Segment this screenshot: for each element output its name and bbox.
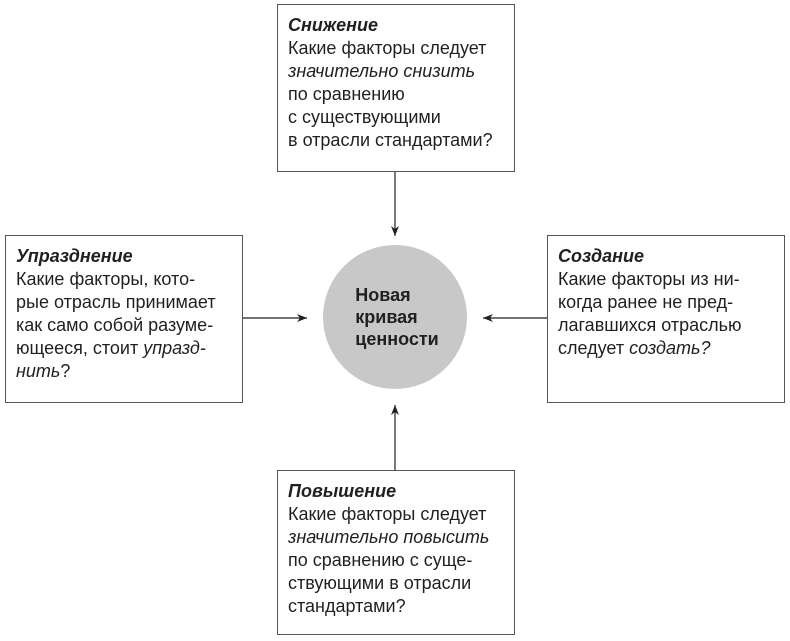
eliminate-text-line: как само собой разуме- xyxy=(16,314,232,337)
body-text: как само собой разуме- xyxy=(16,315,214,335)
raise-box: Повышение Какие факторы следует значитель… xyxy=(277,470,515,635)
create-text-line: следует создать? xyxy=(558,337,774,360)
create-text-line: лагавшихся отраслью xyxy=(558,314,774,337)
reduce-text-line: значительно снизить xyxy=(288,60,504,83)
raise-text-line: Какие факторы следует xyxy=(288,503,504,526)
reduce-title: Снижение xyxy=(288,15,379,35)
eliminate-text-line: нить? xyxy=(16,360,232,383)
body-text: ствующими в отрасли xyxy=(288,573,472,593)
reduce-text-line: в отрасли стандартами? xyxy=(288,129,504,152)
raise-text-line: стандартами? xyxy=(288,595,504,618)
body-text: с существующими xyxy=(288,107,441,127)
new-value-curve-circle: Новая кривая ценности xyxy=(323,245,467,389)
body-text: когда ранее не пред- xyxy=(558,292,734,312)
eliminate-text-line: Какие факторы, кото- xyxy=(16,268,232,291)
eliminate-text-line: рые отрасль принимает xyxy=(16,291,232,314)
eliminate-title: Упразднение xyxy=(16,246,133,266)
body-text: по сравнению xyxy=(288,84,405,104)
raise-text-line: ствующими в отрасли xyxy=(288,572,504,595)
body-text: лагавшихся отраслью xyxy=(558,315,742,335)
body-text: Какие факторы следует xyxy=(288,504,487,524)
emphasis-text: значительно снизить xyxy=(288,61,476,81)
eliminate-text-line: ющееся, стоит упразд- xyxy=(16,337,232,360)
eliminate-box: Упразднение Какие факторы, кото-рые отра… xyxy=(5,235,243,403)
eliminate-text: Какие факторы, кото-рые отрасль принимае… xyxy=(16,268,232,383)
reduce-text-line: Какие факторы следует xyxy=(288,37,504,60)
body-text: следует xyxy=(558,338,630,358)
body-text: стандартами? xyxy=(288,596,406,616)
reduce-text-line: по сравнению xyxy=(288,83,504,106)
body-text: по сравнению с суще- xyxy=(288,550,473,570)
create-text-line: Какие факторы из ни- xyxy=(558,268,774,291)
body-text: Какие факторы, кото- xyxy=(16,269,196,289)
body-text: рые отрасль принимает xyxy=(16,292,216,312)
body-text: Какие факторы из ни- xyxy=(558,269,740,289)
body-text: ? xyxy=(60,361,71,381)
emphasis-text: упразд- xyxy=(143,338,206,358)
reduce-text: Какие факторы следует значительно снизить… xyxy=(288,37,504,152)
emphasis-text: значительно повысить xyxy=(288,527,490,547)
create-text: Какие факторы из ни-когда ранее не пред-… xyxy=(558,268,774,360)
body-text: ющееся, стоит xyxy=(16,338,144,358)
reduce-text-line: с существующими xyxy=(288,106,504,129)
body-text: Какие факторы следует xyxy=(288,38,487,58)
raise-text: Какие факторы следует значительно повысит… xyxy=(288,503,504,618)
emphasis-text: создать? xyxy=(629,338,711,358)
create-box: Создание Какие факторы из ни-когда ранее… xyxy=(547,235,785,403)
emphasis-text: нить xyxy=(16,361,61,381)
center-label: Новая кривая ценности xyxy=(355,285,439,349)
body-text: в отрасли стандартами? xyxy=(288,130,493,150)
create-text-line: когда ранее не пред- xyxy=(558,291,774,314)
raise-title: Повышение xyxy=(288,481,397,501)
create-title: Создание xyxy=(558,246,644,266)
raise-text-line: по сравнению с суще- xyxy=(288,549,504,572)
raise-text-line: значительно повысить xyxy=(288,526,504,549)
reduce-box: Снижение Какие факторы следует значительн… xyxy=(277,4,515,172)
